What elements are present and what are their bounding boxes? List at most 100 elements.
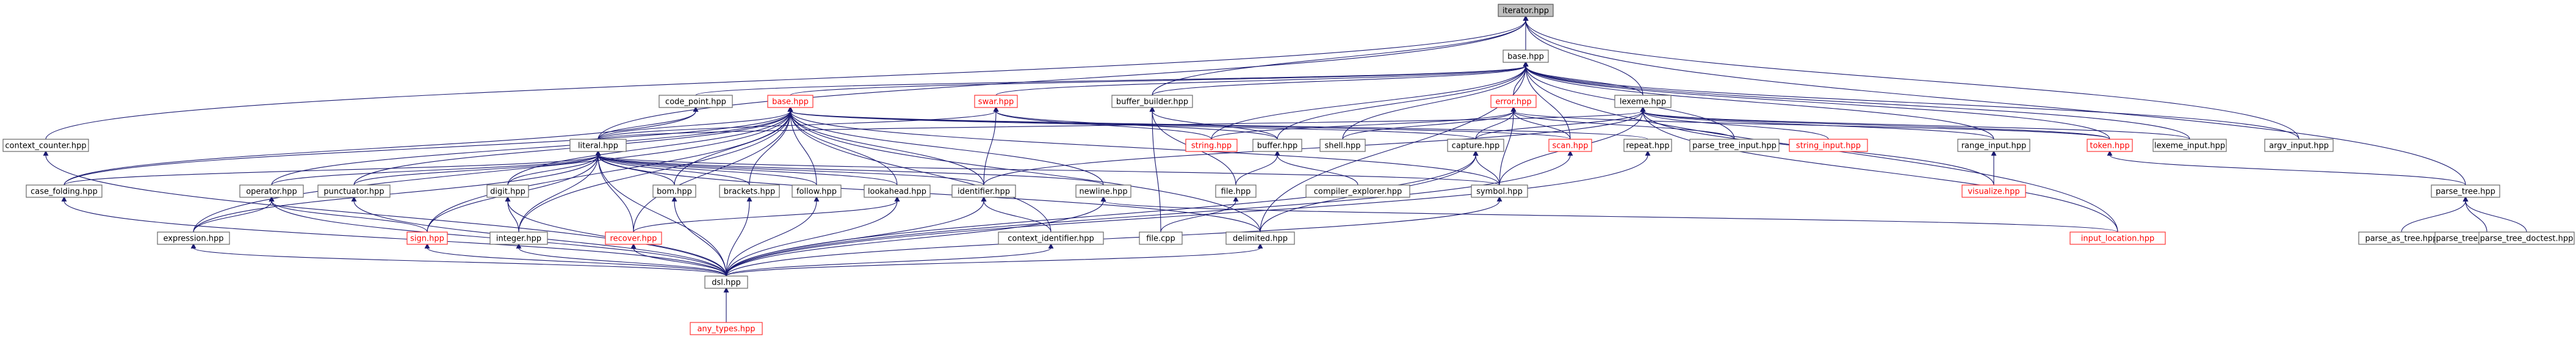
node-label: range_input.hpp — [1961, 142, 2027, 151]
node-iterator[interactable]: iterator.hpp — [1498, 4, 1554, 17]
node-shell[interactable]: shell.hpp — [1319, 139, 1366, 152]
node-input-location[interactable]: input_location.hpp — [2069, 231, 2166, 245]
edge-scan-to-base — [1523, 61, 1571, 140]
node-any-types[interactable]: any_types.hpp — [690, 322, 763, 335]
node-digit[interactable]: digit.hpp — [486, 184, 529, 198]
edge-parse_tree_algorithm-to-parse_tree — [2462, 196, 2488, 233]
node-box — [157, 231, 230, 245]
node-parse-tree-input[interactable]: parse_tree_input.hpp — [1689, 139, 1780, 152]
node-buffer-builder[interactable]: buffer_builder.hpp — [1111, 95, 1193, 108]
node-box — [704, 275, 748, 289]
node-label: case_folding.hpp — [31, 187, 98, 197]
edge-buffer-to-base — [1277, 61, 1529, 140]
node-dsl[interactable]: dsl.hpp — [704, 275, 748, 289]
node-swar[interactable]: swar.hpp — [974, 95, 1018, 108]
node-box — [2264, 139, 2334, 152]
node-box — [1548, 139, 1592, 152]
node-delimited[interactable]: delimited.hpp — [1225, 231, 1295, 245]
node-box — [317, 184, 391, 198]
edge-token-to-lexeme — [1640, 106, 2110, 140]
node-literal[interactable]: literal.hpp — [569, 139, 627, 152]
node-newline[interactable]: newline.hpp — [1075, 184, 1131, 198]
node-label: delimited.hpp — [1233, 235, 1288, 244]
node-code-point[interactable]: code_point.hpp — [658, 95, 733, 108]
edge-argv_input-to-iterator — [1523, 15, 2300, 140]
node-file[interactable]: file.hpp — [1215, 184, 1257, 198]
node-lexeme-input[interactable]: lexeme_input.hpp — [2152, 139, 2227, 152]
node-label: any_types.hpp — [697, 325, 755, 334]
edge-argv_input-to-base — [1523, 61, 2300, 140]
node-operator[interactable]: operator.hpp — [239, 184, 304, 198]
node-base-red[interactable]: base.hpp — [767, 95, 814, 108]
node-brackets[interactable]: brackets.hpp — [719, 184, 780, 198]
edge-context_identifier-to-base_red — [787, 106, 1052, 233]
node-case-folding[interactable]: case_folding.hpp — [26, 184, 103, 198]
node-label: file.hpp — [1221, 187, 1251, 197]
node-buffer[interactable]: buffer.hpp — [1252, 139, 1302, 152]
edge-parse_tree-to-token — [2107, 150, 2466, 186]
node-string[interactable]: string.hpp — [1185, 139, 1238, 152]
node-string-input[interactable]: string_input.hpp — [1789, 139, 1868, 152]
edge-dsl-to-context_identifier — [726, 243, 1054, 277]
edge-input_location-to-lexeme — [1640, 106, 2118, 233]
node-repeat[interactable]: repeat.hpp — [1623, 139, 1672, 152]
node-identifier[interactable]: identifier.hpp — [951, 184, 1016, 198]
edge-dsl-to-scan — [726, 150, 1573, 277]
node-lexeme[interactable]: lexeme.hpp — [1614, 95, 1672, 108]
node-box — [1490, 95, 1537, 108]
edge-case_folding-to-literal — [63, 150, 601, 186]
edge-identifier-to-base_red — [787, 106, 984, 186]
node-compiler-explorer[interactable]: compiler_explorer.hpp — [1305, 184, 1410, 198]
node-box — [974, 95, 1018, 108]
node-follow[interactable]: follow.hpp — [792, 184, 842, 198]
node-bom[interactable]: bom.hpp — [652, 184, 696, 198]
node-lookahead[interactable]: lookahead.hpp — [864, 184, 931, 198]
node-punctuator[interactable]: punctuator.hpp — [317, 184, 391, 198]
node-box — [2152, 139, 2227, 152]
node-file-cpp[interactable]: file.cpp — [1139, 231, 1183, 245]
node-expression[interactable]: expression.hpp — [157, 231, 230, 245]
node-context-identifier[interactable]: context_identifier.hpp — [998, 231, 1104, 245]
node-box — [658, 95, 733, 108]
node-label: argv_input.hpp — [2269, 142, 2329, 151]
node-box — [719, 184, 780, 198]
edge-digit-to-literal — [507, 150, 601, 186]
node-box — [1471, 184, 1528, 198]
edge-sign-to-operator — [269, 196, 428, 233]
node-label: visualize.hpp — [1968, 187, 2019, 197]
node-label: repeat.hpp — [1626, 142, 1669, 151]
node-visualize[interactable]: visualize.hpp — [1961, 184, 2026, 198]
node-integer[interactable]: integer.hpp — [489, 231, 548, 245]
edge-parse_tree_doctest-to-parse_tree — [2462, 196, 2527, 233]
node-symbol[interactable]: symbol.hpp — [1471, 184, 1528, 198]
node-recover[interactable]: recover.hpp — [605, 231, 662, 245]
edge-swar-to-base — [995, 61, 1529, 96]
node-context-counter[interactable]: context_counter.hpp — [2, 139, 89, 152]
node-box — [1215, 184, 1257, 198]
node-capture[interactable]: capture.hpp — [1447, 139, 1504, 152]
node-label: dsl.hpp — [712, 278, 741, 288]
node-label: literal.hpp — [578, 142, 618, 151]
node-parse-tree[interactable]: parse_tree.hpp — [2431, 184, 2500, 198]
node-box — [1111, 95, 1193, 108]
node-scan[interactable]: scan.hpp — [1548, 139, 1592, 152]
node-error[interactable]: error.hpp — [1490, 95, 1537, 108]
node-range-input[interactable]: range_input.hpp — [1957, 139, 2030, 152]
node-argv-input[interactable]: argv_input.hpp — [2264, 139, 2334, 152]
edge-symbol-to-base_red — [787, 106, 1500, 186]
node-box — [951, 184, 1016, 198]
edge-buffer_builder-to-base — [1152, 61, 1529, 96]
node-token[interactable]: token.hpp — [2087, 139, 2133, 152]
node-box — [2478, 231, 2575, 245]
node-label: buffer.hpp — [1257, 142, 1297, 151]
node-label: scan.hpp — [1552, 142, 1588, 151]
node-label: token.hpp — [2090, 142, 2129, 151]
edge-dsl-to-sign — [424, 243, 727, 277]
node-label: sign.hpp — [410, 235, 444, 244]
node-parse-tree-doctest[interactable]: parse_tree_doctest.hpp — [2478, 231, 2575, 245]
node-parse-as-tree[interactable]: parse_as_tree.hpp — [2358, 231, 2445, 245]
node-base[interactable]: base.hpp — [1503, 49, 1549, 63]
node-box — [605, 231, 662, 245]
edge-literal-to-iterator — [597, 15, 1529, 140]
node-sign[interactable]: sign.hpp — [406, 231, 448, 245]
